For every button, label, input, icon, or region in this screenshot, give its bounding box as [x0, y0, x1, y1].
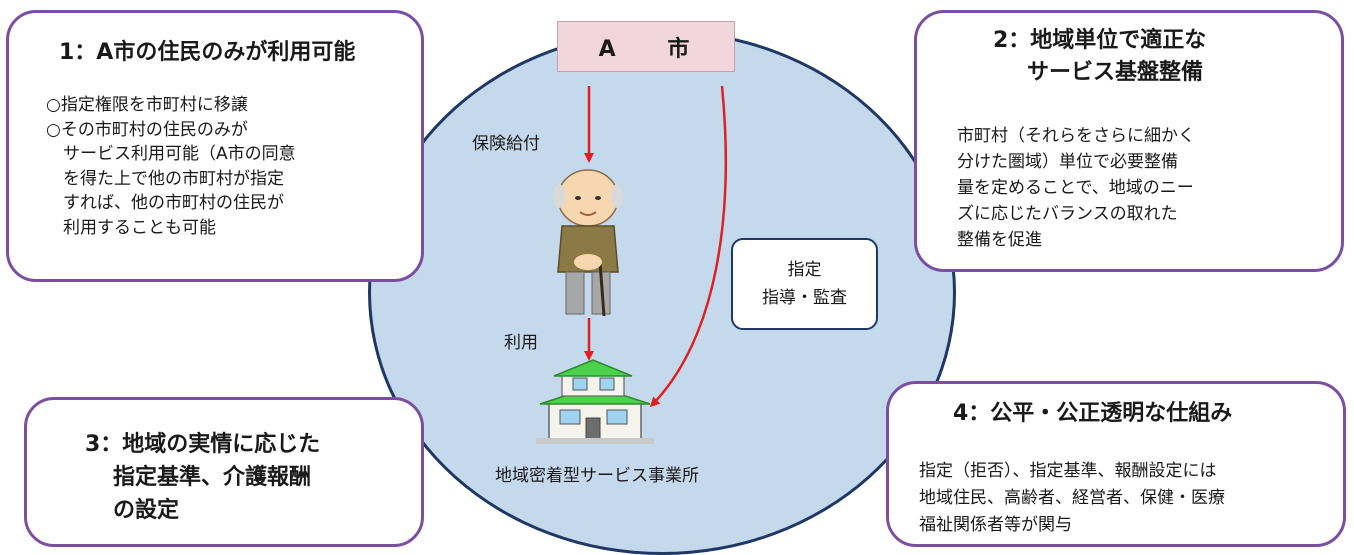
- box1-line: ○その市町村の住民のみが: [46, 119, 248, 140]
- box1-line: すれば、他の市町村の住民が: [46, 193, 284, 213]
- feature-box-4: 4：公平・公正透明な仕組み 指定（拒否）、指定基準、報酬設定には 地域住民、高齢…: [886, 381, 1346, 547]
- box1-line: ○指定権限を市町村に移譲: [46, 95, 248, 115]
- office-house-illustration: [536, 359, 654, 444]
- box2-line: 量を定めることで、地域のニー: [957, 178, 1194, 198]
- office-label: 地域密着型サービス事業所: [495, 466, 699, 486]
- authority-arrow: [649, 85, 727, 408]
- authority-box: 指定 指導・監査: [731, 238, 878, 330]
- box2-line: 分けた圏域）単位で必要整備: [957, 152, 1178, 172]
- box2-line: 整備を促進: [957, 230, 1042, 250]
- authority-line: 指導・監査: [762, 288, 847, 308]
- box4-title: 4：公平・公正透明な仕組み: [953, 401, 1233, 426]
- city-a-box: A 市: [557, 21, 735, 72]
- box1-title: 1：A市の住民のみが利用可能: [59, 40, 356, 65]
- box2-title-line: 2：地域単位で適正な: [993, 28, 1207, 53]
- authority-line: 指定: [787, 260, 822, 280]
- elderly-person-illustration: [553, 169, 623, 317]
- use-label: 利用: [504, 333, 538, 353]
- box3-title-line: 指定基準、介護報酬: [113, 465, 312, 490]
- feature-box-1: 1：A市の住民のみが利用可能 ○指定権限を市町村に移譲 ○その市町村の住民のみが…: [6, 10, 424, 282]
- box3-title-line: の設定: [113, 498, 180, 523]
- box2-title-line: サービス基盤整備: [1027, 60, 1204, 85]
- box2-line: ズに応じたバランスの取れた: [957, 204, 1178, 224]
- box1-line: サービス利用可能（A市の同意: [46, 144, 296, 164]
- box4-line: 指定（拒否）、指定基準、報酬設定には: [919, 461, 1217, 481]
- box1-line: 利用することも可能: [46, 217, 216, 238]
- benefit-label: 保険給付: [472, 134, 540, 154]
- feature-box-3: 3：地域の実情に応じた 指定基準、介護報酬 の設定: [24, 397, 424, 547]
- feature-box-2: 2：地域単位で適正な サービス基盤整備 市町村（それらをさらに細かく 分けた圏域…: [914, 10, 1344, 272]
- box4-line: 地域住民、高齢者、経営者、保健・医療: [919, 488, 1225, 508]
- box4-line: 福祉関係者等が関与: [919, 515, 1072, 535]
- box1-line: を得た上で他の市町村が指定: [46, 168, 284, 189]
- box3-title-line: 3：地域の実情に応じた: [85, 432, 321, 457]
- box2-line: 市町村（それらをさらに細かく: [957, 126, 1195, 146]
